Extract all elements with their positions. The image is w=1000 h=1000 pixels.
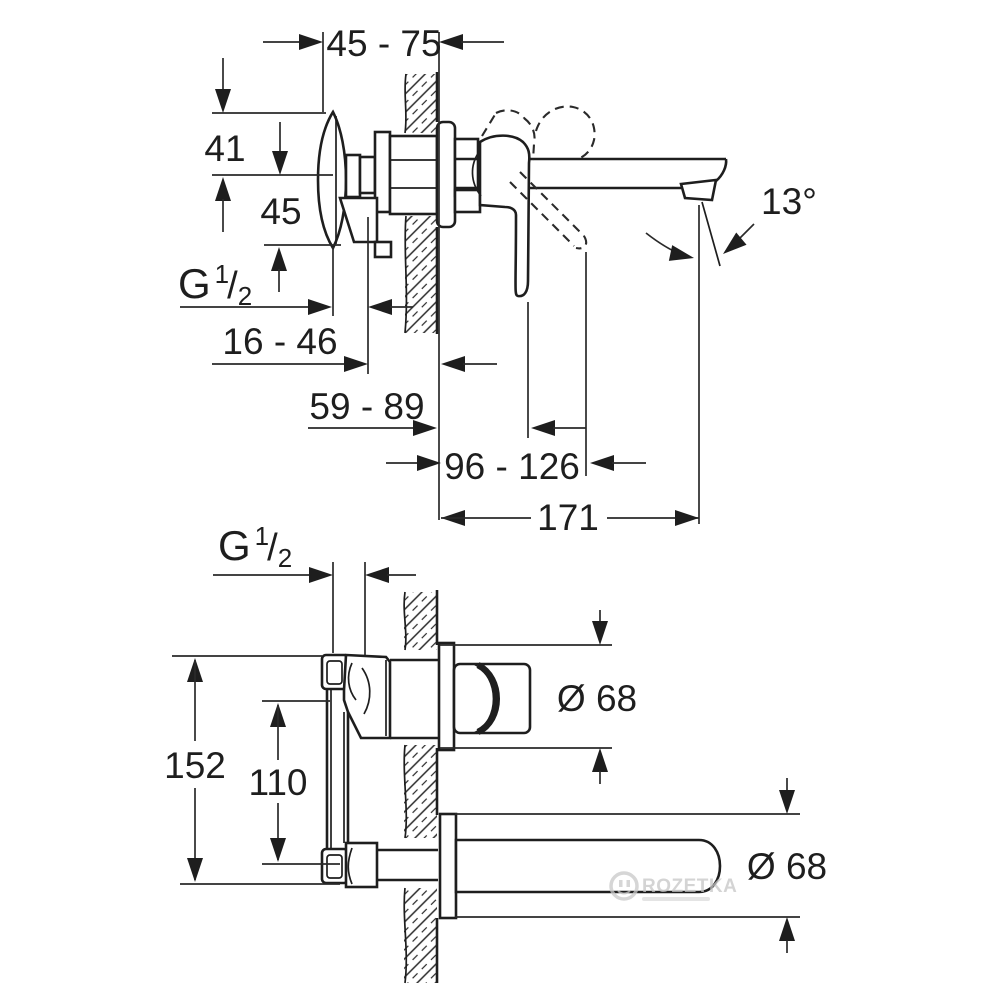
in-wall-body [388,134,439,216]
watermark-subtext [642,897,710,901]
watermark-text: ROZETKA [642,876,737,897]
dimension-45-75: 45 - 75 [263,23,504,64]
dimension-13-degrees: 13° [645,181,817,266]
cartridge-housing [342,653,392,740]
side-view: 45 - 75 41 45 [178,23,817,538]
lever-front-curve [476,662,500,735]
water-stream-line [701,201,721,267]
lever-handle-open-dashed [481,105,596,250]
dimension-dia68-handle: Ø 68 [440,610,637,784]
dimension-171: 171 [441,497,699,538]
spout-tip [715,158,728,182]
mixer-body-side [316,109,482,259]
wall-section-front [403,590,439,984]
dim-label-16-46: 16 - 46 [222,321,337,362]
aerator [679,178,718,202]
watermark: ROZETKA [609,871,737,901]
dim-label-96-126: 96 - 126 [444,446,580,487]
dim-label-110: 110 [249,762,308,803]
dim-label-45: 45 [260,191,301,232]
spout-tube-front [454,838,722,894]
wall-inner-edge [404,73,407,134]
dimension-152: 152 [164,655,340,885]
watermark-logo-icon [609,871,639,901]
dim-label-dia68-spout: Ø 68 [747,846,827,887]
dimension-dia68-spout: Ø 68 [455,778,827,953]
wall-inner-edge [403,887,408,984]
dimension-96-126: 96 - 126 [386,446,646,487]
dimension-59-89: 59 - 89 [308,386,586,436]
dim-label-152: 152 [164,745,226,786]
dimension-41: 41 [204,58,333,176]
wall-inner-edge [403,744,408,839]
dim-label-dia68-handle: Ø 68 [557,678,637,719]
wall-inner-edge [403,591,407,651]
lever-handle [471,134,531,298]
dim-label-13-degrees: 13° [761,181,817,222]
dim-label-41: 41 [204,128,245,169]
wall-inner-edge [404,215,408,334]
spout-front [438,812,722,920]
shutoff-knob-side [316,109,348,251]
dimension-16-46: 16 - 46 [212,321,497,372]
dimension-45: 45 [215,177,341,292]
dim-label-45-75: 45 - 75 [326,23,441,64]
body-skirt [338,196,379,244]
dimension-110: 110 [249,700,340,865]
spout-escutcheon [438,812,458,920]
dim-label-171: 171 [537,497,599,538]
rough-in-body [320,653,438,889]
dim-label-59-89: 59 - 89 [309,386,424,427]
wall-section-side [404,72,439,334]
handle-front [437,641,532,752]
handle-escutcheon [437,641,456,752]
side-view-dimensions: 45 - 75 41 45 [178,23,817,538]
handle-knob-front [452,662,532,735]
